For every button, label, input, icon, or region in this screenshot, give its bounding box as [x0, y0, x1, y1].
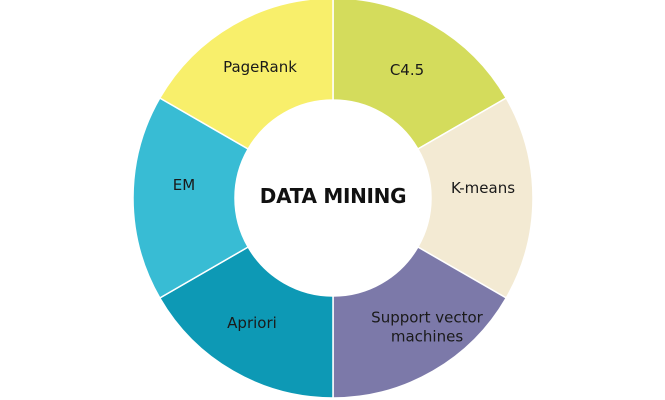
segment-label-line: Apriori	[227, 314, 277, 332]
donut-segments	[132, 0, 534, 399]
segment-label-5: EM	[173, 176, 195, 194]
segment-label-4: Apriori	[227, 314, 277, 332]
segment-label-line: machines	[391, 328, 463, 346]
segment-2	[416, 96, 534, 300]
segment-6	[158, 0, 334, 151]
segment-label-line: C4.5	[390, 61, 424, 79]
segment-4	[158, 245, 334, 399]
segment-label-line: K-means	[451, 179, 515, 197]
segment-label-1: C4.5	[390, 61, 424, 79]
segment-label-line: Support vector	[371, 309, 483, 327]
segment-label-line: PageRank	[223, 58, 297, 76]
segment-label-6: PageRank	[223, 58, 297, 76]
segment-5	[132, 96, 250, 300]
segment-1	[332, 0, 508, 151]
segment-label-line: EM	[173, 176, 195, 194]
segment-label-2: K-means	[451, 179, 515, 197]
center-label: DATA MINING	[260, 184, 406, 208]
segment-3	[332, 245, 508, 399]
